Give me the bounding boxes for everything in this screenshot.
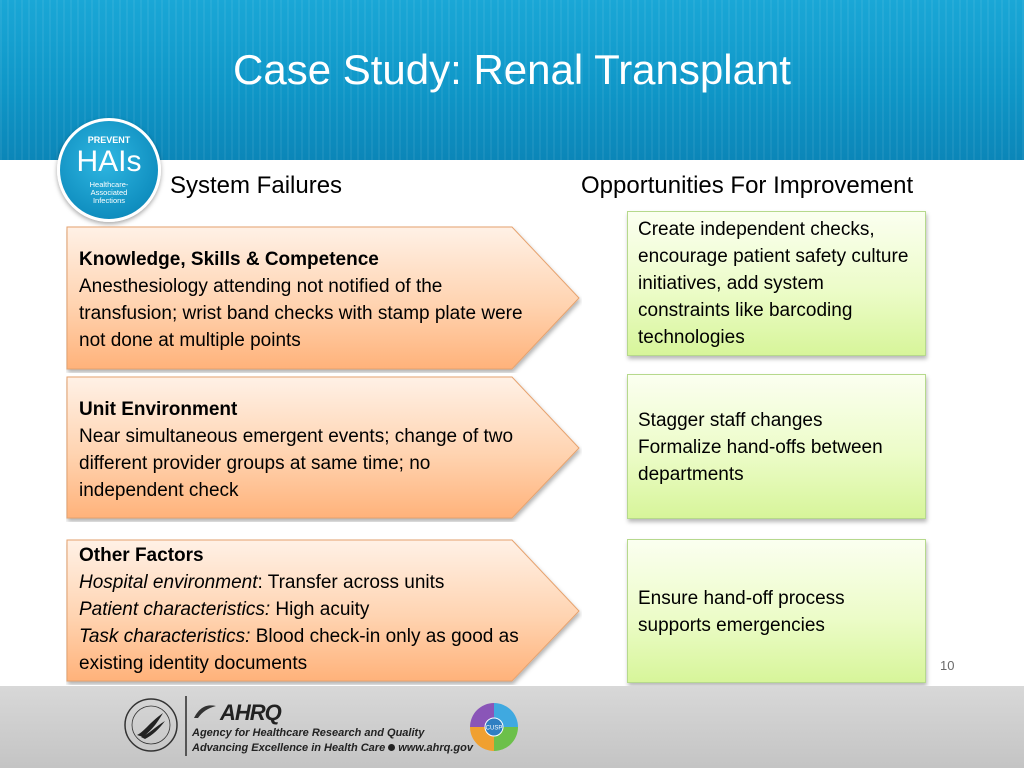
cusp-puzzle-logo: CUSP <box>470 703 518 751</box>
opportunity-box-independent-checks: Create independent checks, encourage pat… <box>627 211 926 356</box>
ahrq-swoosh-icon <box>194 705 216 718</box>
arrow-shape <box>66 226 580 370</box>
opportunity-box-hand-off: Ensure hand-off process supports emergen… <box>627 539 926 683</box>
failure-box-knowledge: Knowledge, Skills & Competence Anesthesi… <box>66 226 582 373</box>
ahrq-logo-text: AHRQ <box>220 700 282 725</box>
footer-divider <box>185 696 187 756</box>
failure-body: Near simultaneous emergent events; chang… <box>79 426 514 501</box>
failure-heading: Other Factors <box>79 545 204 566</box>
opportunity-text: Ensure hand-off process supports emergen… <box>638 588 845 636</box>
badge-hais-text: HAIs <box>76 145 142 178</box>
arrow-shape <box>66 376 580 519</box>
ahrq-url: www.ahrq.gov <box>398 742 473 754</box>
failure-box-other-factors: Other Factors Hospital environment: Tran… <box>66 539 582 685</box>
badge-prevent-text: PREVENT <box>87 135 131 145</box>
opportunity-text-line: Stagger staff changes <box>638 410 823 431</box>
page-number: 10 <box>940 658 955 673</box>
failure-body: Anesthesiology attending not notified of… <box>79 276 523 351</box>
failure-heading: Unit Environment <box>79 399 238 420</box>
prevent-hais-badge: PREVENT HAIs Healthcare- Associated Infe… <box>57 118 161 222</box>
opportunity-text-line: Formalize hand-offs between departments <box>638 437 883 485</box>
title-banner <box>0 0 1024 160</box>
failure-heading: Knowledge, Skills & Competence <box>79 249 379 270</box>
system-failures-heading: System Failures <box>170 172 343 199</box>
opportunity-text: Create independent checks, encourage pat… <box>638 219 909 348</box>
factor-line-hospital: Hospital environment: Transfer across un… <box>79 572 445 593</box>
opportunity-box-staff-changes: Stagger staff changes Formalize hand-off… <box>627 374 926 519</box>
ahrq-tagline: Agency for Healthcare Research and Quali… <box>192 727 425 739</box>
opportunities-heading: Opportunities For Improvement <box>581 172 914 199</box>
failure-box-unit-environment: Unit Environment Near simultaneous emerg… <box>66 376 582 522</box>
arrow-shape <box>66 539 580 682</box>
bullet-icon <box>388 744 396 751</box>
factor-line-task: Task characteristics: Blood check-in onl… <box>79 626 519 674</box>
hhs-seal-icon <box>124 698 178 752</box>
badge-subtitle: Healthcare- Associated Infections <box>89 180 129 205</box>
cusp-label: CUSP <box>486 726 503 732</box>
slide-title: Case Study: Renal Transplant <box>233 46 791 93</box>
factor-line-patient: Patient characteristics: High acuity <box>79 599 370 620</box>
